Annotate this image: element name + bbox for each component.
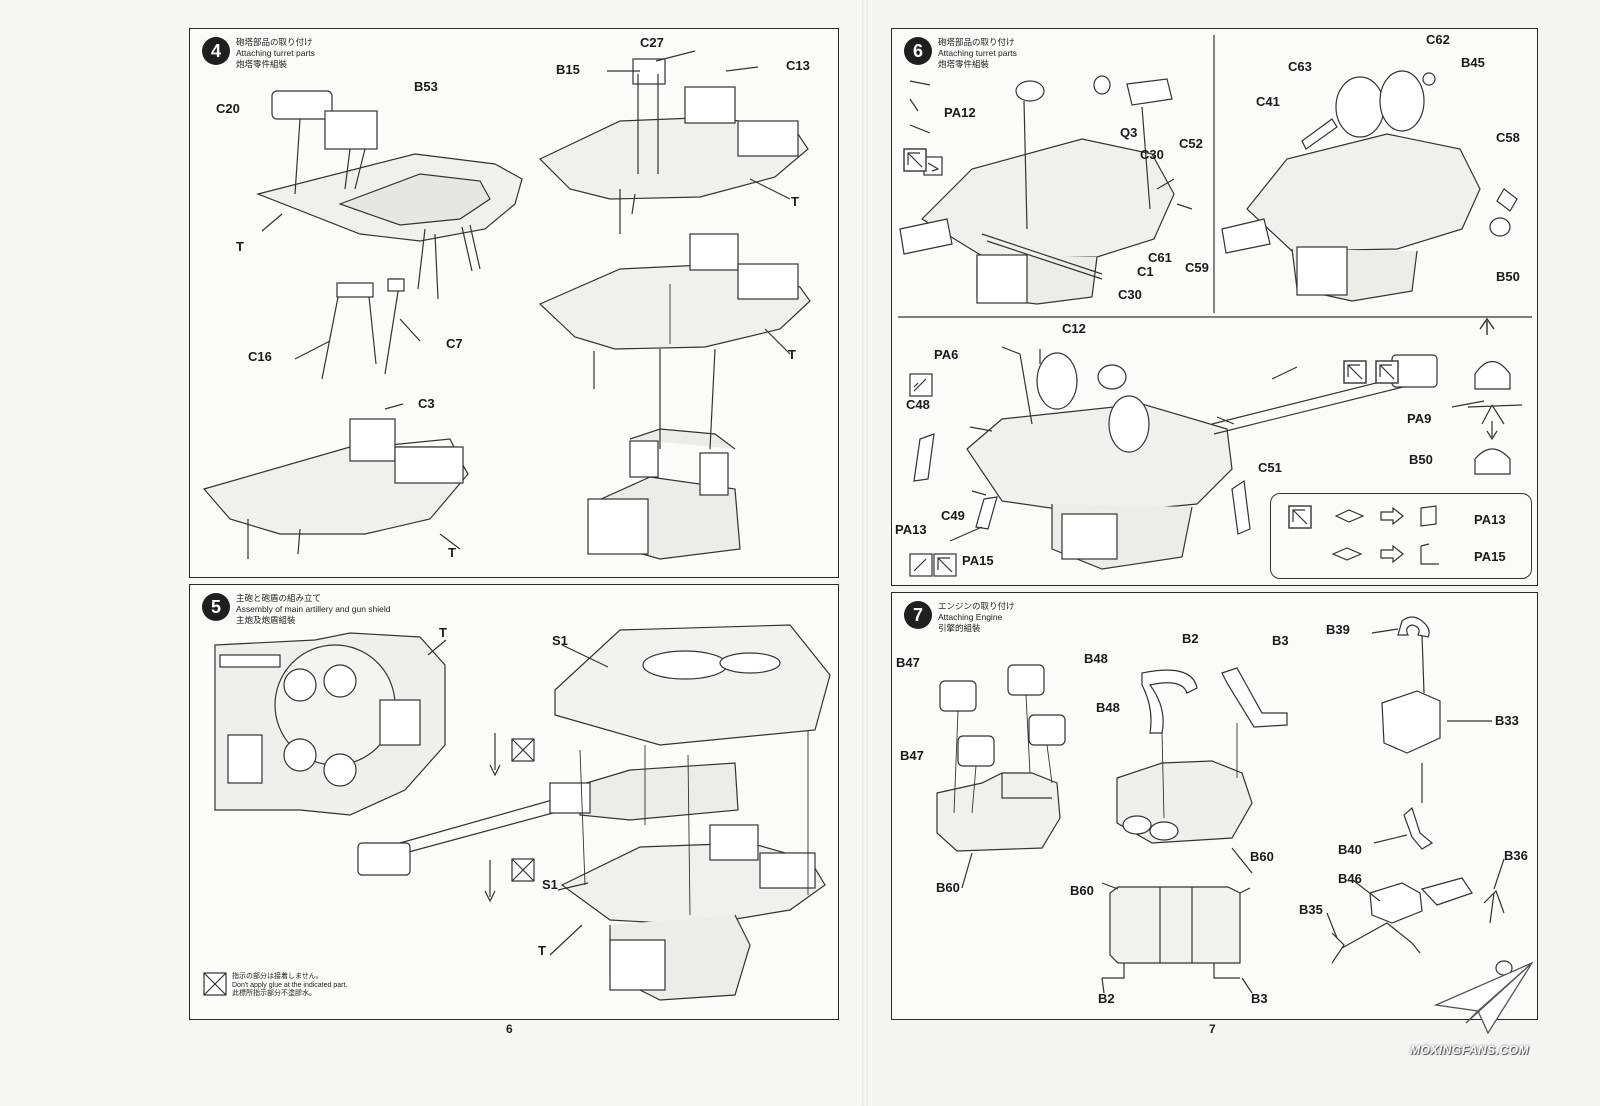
part-label-pa15: PA15 [962,553,994,568]
part-label-c16: C16 [248,349,272,364]
step-4-panel: 4 砲塔部品の取り付け Attaching turret parts 炮塔零件組… [189,28,839,578]
part-label-t: T [236,239,244,254]
footnote-cn: 此標所指示部分不塗膠水。 [232,990,316,997]
part-label-c62: C62 [1426,32,1450,47]
page-number-right: 7 [1209,1022,1216,1036]
part-label-b47: B47 [896,655,920,670]
part-label-b50: B50 [1496,269,1520,284]
paper-plane-logo-icon [1433,961,1534,1035]
step-6-header: 6 砲塔部品の取り付け Attaching turret parts 炮塔零件組… [904,37,1017,70]
footnote-jp: 指示の部分は接着しません。 [232,973,323,980]
part-label-t: T [538,943,546,958]
part-label-b33: B33 [1495,713,1519,728]
step-4-header: 4 砲塔部品の取り付け Attaching turret parts 炮塔零件組… [202,37,315,70]
part-label-b46: B46 [1338,871,1362,886]
part-label-b60: B60 [936,880,960,895]
step-7-title-jp: エンジンの取り付け [938,601,1015,611]
part-label-t: T [448,545,456,560]
step-5-diagram [203,624,831,1001]
book-gutter [862,0,868,1106]
step-4-diagram [202,50,811,560]
part-label-b40: B40 [1338,842,1362,857]
step-4-number: 4 [202,37,230,65]
part-label-c48: C48 [906,397,930,412]
step-7-title-cn: 引擎的組裝 [938,623,981,633]
part-label-c59: C59 [1185,260,1209,275]
part-label-b35: B35 [1299,902,1323,917]
part-label-pa12: PA12 [944,105,976,120]
part-label-pa13: PA13 [895,522,927,537]
step-6-title-jp: 砲塔部品の取り付け [938,37,1015,47]
part-label-c30: C30 [1118,287,1142,302]
part-label-c52: C52 [1179,136,1203,151]
part-label-t: T [439,625,447,640]
step-7-diagram [936,616,1513,994]
part-label-c63: C63 [1288,59,1312,74]
step-5-title-cn: 主炮及炮盾組裝 [236,615,296,625]
part-label-c27: C27 [640,35,664,50]
part-label-b39: B39 [1326,622,1350,637]
part-label-b48: B48 [1096,700,1120,715]
part-label-b2: B2 [1182,631,1199,646]
step-5-panel: 5 主砲と砲盾の組み立て Assembly of main artillery … [189,584,839,1020]
step-6-title-en: Attaching turret parts [938,48,1017,58]
part-label-b2: B2 [1098,991,1115,1006]
part-label-c7: C7 [446,336,463,351]
part-label-q3: Q3 [1120,125,1138,140]
step-6-number: 6 [904,37,932,65]
step-5-number: 5 [202,593,230,621]
footnote-en: Don't apply glue at the indicated part. [232,981,348,989]
step-7-header: 7 エンジンの取り付け Attaching Engine 引擎的組裝 [904,601,1015,634]
part-label-t: T [791,194,799,209]
step-6-diagram [898,35,1532,577]
part-label-c49: C49 [941,508,965,523]
page-number-left: 6 [506,1022,513,1036]
step-6-panel: 6 砲塔部品の取り付け Attaching turret parts 炮塔零件組… [891,28,1538,586]
part-label-c58: C58 [1496,130,1520,145]
photo-etch-legend [1270,493,1532,579]
legend-label-pa15: PA15 [1474,549,1506,564]
part-label-c3: C3 [418,396,435,411]
part-label-c12: C12 [1062,321,1086,336]
step-5-title-en: Assembly of main artillery and gun shiel… [236,604,391,614]
part-label-b3: B3 [1251,991,1268,1006]
part-label-b60: B60 [1070,883,1094,898]
step-4-title-cn: 炮塔零件組裝 [236,59,288,69]
part-label-b60: B60 [1250,849,1274,864]
part-label-c20: C20 [216,101,240,116]
part-label-b47: B47 [900,748,924,763]
photo-etch-legend-art [1288,505,1439,565]
step-5-title-jp: 主砲と砲盾の組み立て [236,593,322,603]
step-6-title-cn: 炮塔零件組裝 [938,59,990,69]
part-label-c13: C13 [786,58,810,73]
part-label-b45: B45 [1461,55,1485,70]
part-label-c41: C41 [1256,94,1280,109]
part-label-b53: B53 [414,79,438,94]
part-label-b3: B3 [1272,633,1289,648]
step-7-number: 7 [904,601,932,629]
step-5-header: 5 主砲と砲盾の組み立て Assembly of main artillery … [202,593,391,626]
part-label-b36: B36 [1504,848,1528,863]
step-4-title-jp: 砲塔部品の取り付け [236,37,313,47]
watermark: MOXINGFANS.COM [1410,1043,1530,1057]
part-label-s1: S1 [552,633,568,648]
part-label-pa6: PA6 [934,347,959,362]
part-label-pa9: PA9 [1407,411,1432,426]
part-label-c51: C51 [1258,460,1282,475]
step-4-title-en: Attaching turret parts [236,48,315,58]
part-label-s1: S1 [542,877,558,892]
part-label-b50: B50 [1409,452,1433,467]
part-label-t: T [788,347,796,362]
legend-label-pa13: PA13 [1474,512,1506,527]
part-label-c61: C61 [1148,250,1172,265]
part-label-b15: B15 [556,62,580,77]
part-label-c1: C1 [1137,264,1154,279]
no-glue-footnote: 指示の部分は接着しません。 Don't apply glue at the in… [232,973,347,999]
step-7-panel: 7 エンジンの取り付け Attaching Engine 引擎的組裝 [891,592,1538,1020]
part-label-b48: B48 [1084,651,1108,666]
step-7-title-en: Attaching Engine [938,612,1003,622]
part-label-c30: C30 [1140,147,1164,162]
